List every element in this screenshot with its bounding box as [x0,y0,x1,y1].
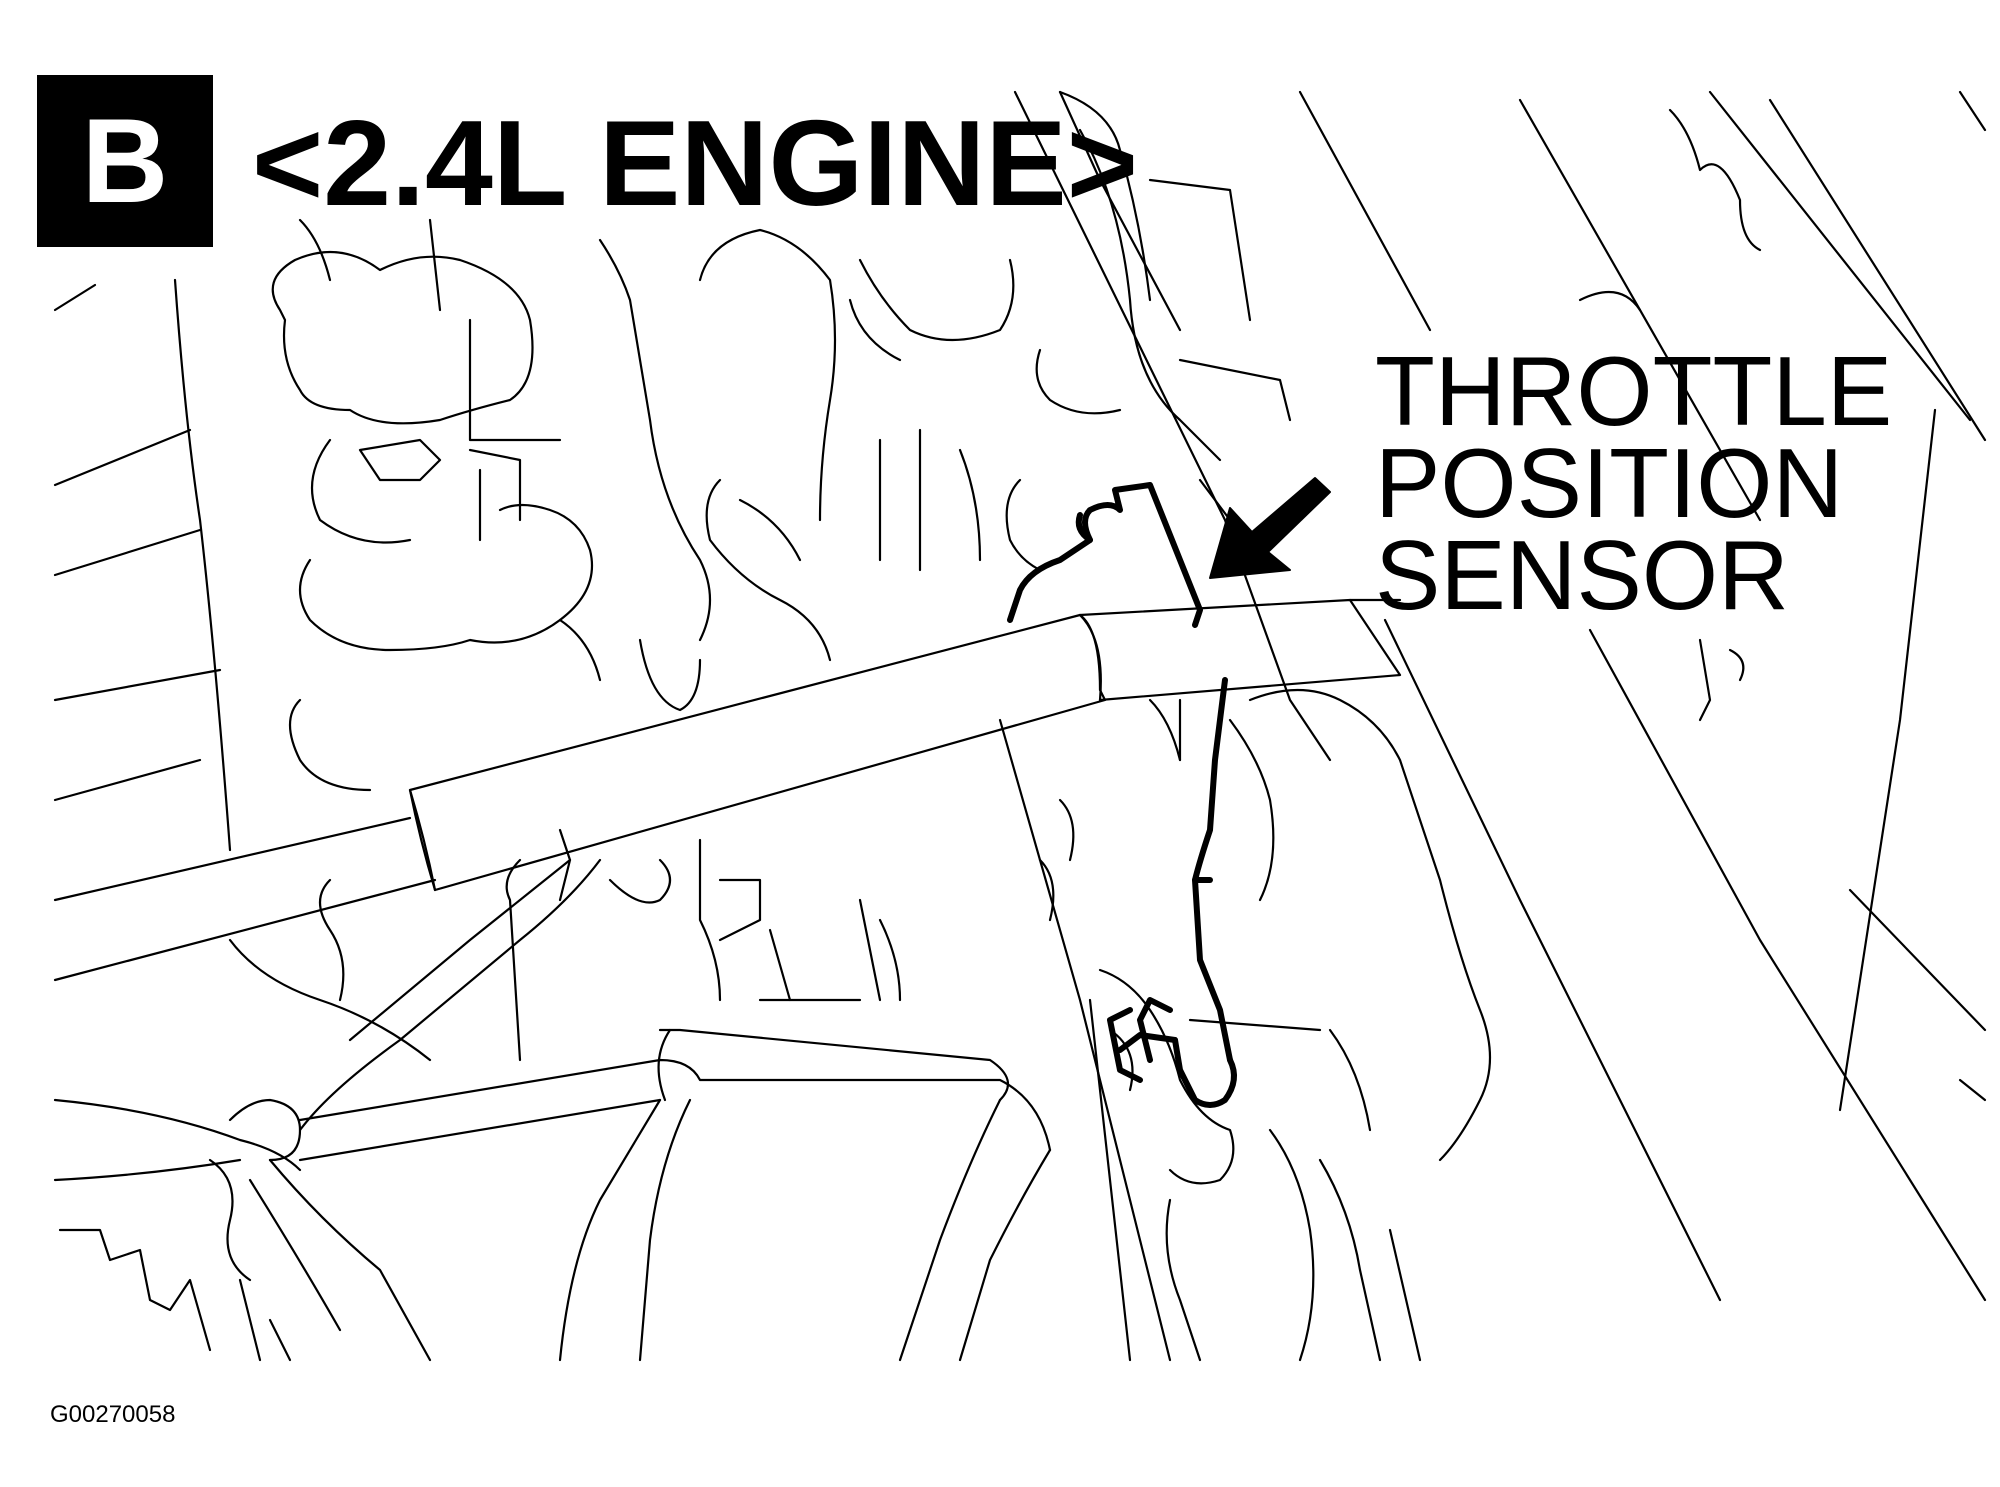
engine-label: <2.4L ENGINE> [252,95,1139,231]
lower-frame [53,828,1052,1362]
engine-bay-structure [1013,90,1987,1302]
figure-id: G00270058 [50,1401,176,1428]
intake-components [848,90,1492,1362]
left-engine-components [53,218,837,1362]
section-badge: B [37,75,213,247]
throttle-position-sensor [1007,482,1237,1108]
sensor-callout: THROTTLE POSITION SENSOR [1375,336,1893,630]
section-badge-letter: B [81,94,169,228]
callout-line-3: SENSOR [1375,520,1789,630]
callout-line-1: THROTTLE [1375,336,1893,446]
callout-line-2: POSITION [1375,428,1844,538]
main-cross-tube [53,598,1402,982]
arrow-icon [1209,477,1331,579]
